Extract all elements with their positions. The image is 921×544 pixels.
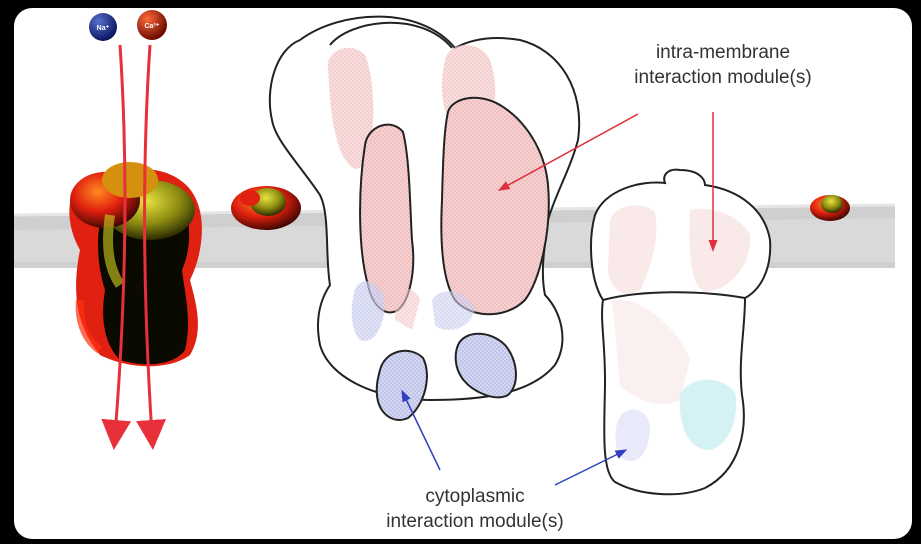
intra-membrane-label-line1: intra-membrane xyxy=(598,40,848,65)
cytoplasmic-label-line1: cytoplasmic xyxy=(350,484,600,509)
small-channel-icon xyxy=(810,195,850,221)
ion-channel-icon xyxy=(69,162,202,366)
small-channel-icon xyxy=(231,186,301,230)
cytoplasmic-label-line2: interaction module(s) xyxy=(350,509,600,534)
calcium-ion-icon: Ca²⁺ xyxy=(137,10,167,40)
sodium-ion-label: Na⁺ xyxy=(97,25,110,32)
intra-membrane-label-line2: interaction module(s) xyxy=(598,65,848,90)
cytoplasmic-label: cytoplasmic interaction module(s) xyxy=(350,484,600,534)
calcium-ion-label: Ca²⁺ xyxy=(145,23,160,30)
sodium-ion-icon: Na⁺ xyxy=(89,13,117,41)
intra-membrane-label: intra-membrane interaction module(s) xyxy=(598,40,848,90)
